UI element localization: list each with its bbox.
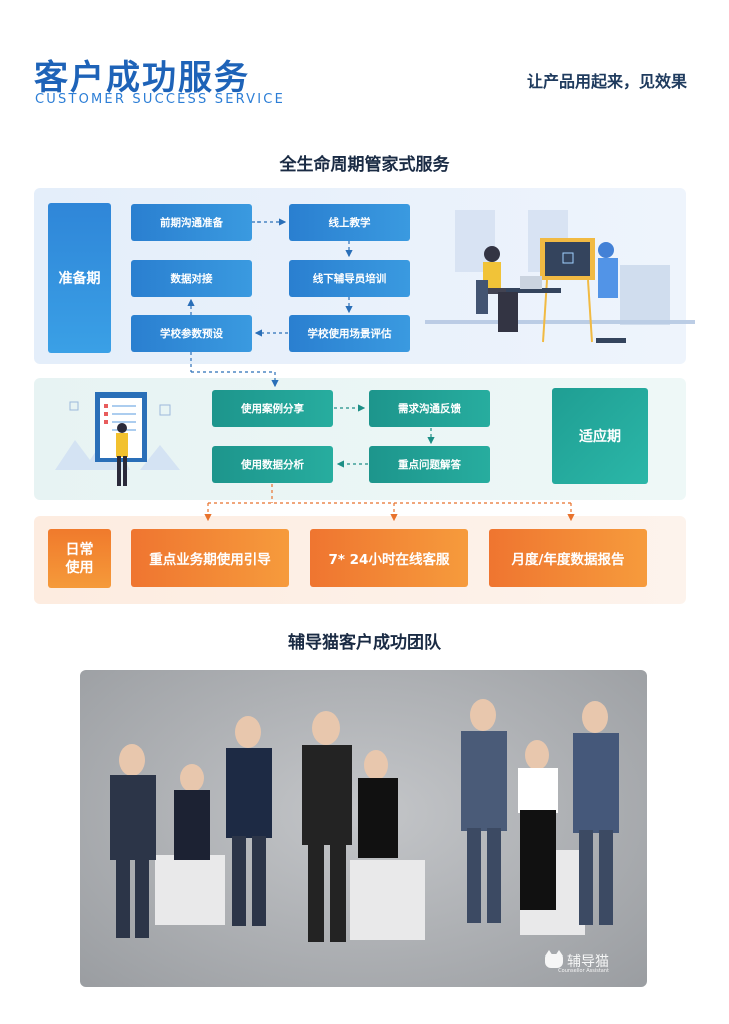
step-school-params: 学校参数预设 (131, 315, 252, 352)
step-scenario-eval: 学校使用场景评估 (289, 315, 410, 352)
step-needs-feedback: 需求沟通反馈 (369, 390, 490, 427)
daily-peak-guidance: 重点业务期使用引导 (131, 529, 289, 587)
stage-daily: 日常 使用 (48, 529, 111, 588)
team-title: 辅导猫客户成功团队 (288, 633, 441, 653)
adapt-arrows (334, 404, 435, 468)
prep-arrows (187, 218, 353, 388)
cat-logo-icon (545, 950, 563, 968)
step-online-teaching: 线上教学 (289, 204, 410, 241)
step-offline-training: 线下辅导员培训 (289, 260, 410, 297)
brand-name: 辅导猫 (567, 954, 609, 970)
step-key-issues: 重点问题解答 (369, 446, 490, 483)
slogan: 让产品用起来，见效果 (526, 72, 687, 91)
brand-subtext: Counsellor Assistant (558, 968, 609, 974)
step-early-communication: 前期沟通准备 (131, 204, 252, 241)
page-title: 客户成功服务 (34, 58, 250, 98)
brand-logo: 辅导猫 Counsellor Assistant (545, 950, 609, 974)
adapt-illustration (55, 392, 180, 486)
step-data-integration: 数据对接 (131, 260, 252, 297)
lifecycle-title: 全生命周期管家式服务 (279, 155, 450, 175)
daily-arrows (204, 484, 575, 522)
stage-daily-line2: 使用 (65, 559, 94, 576)
team-silhouettes (110, 699, 619, 942)
stage-adapt: 适应期 (552, 388, 648, 484)
step-data-analysis: 使用数据分析 (212, 446, 333, 483)
page-subtitle: CUSTOMER SUCCESS SERVICE (35, 92, 285, 107)
daily-online-support: 7* 24小时在线客服 (310, 529, 468, 587)
stage-prep: 准备期 (48, 203, 111, 353)
team-photo: 辅导猫 Counsellor Assistant (80, 670, 647, 987)
stage-daily-line1: 日常 (65, 541, 94, 558)
daily-data-report: 月度/年度数据报告 (489, 529, 647, 587)
step-case-sharing: 使用案例分享 (212, 390, 333, 427)
prep-illustration (425, 210, 695, 343)
